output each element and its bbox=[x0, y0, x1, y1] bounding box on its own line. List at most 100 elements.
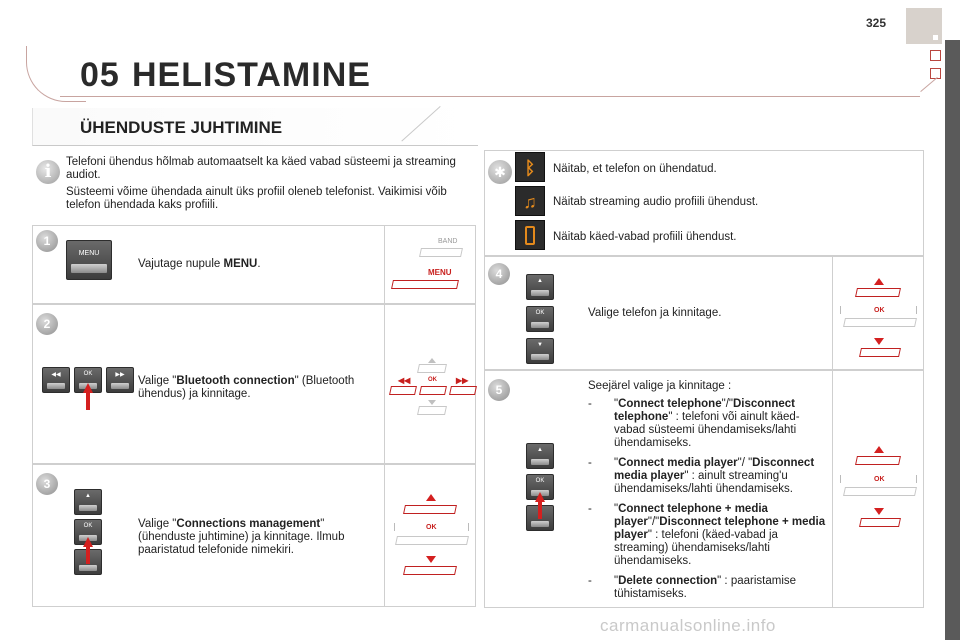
diagram-menu-label: MENU bbox=[428, 268, 452, 277]
press-arrow-stem bbox=[86, 392, 90, 410]
press-arrow-stem bbox=[538, 501, 542, 519]
step-5-panel bbox=[484, 370, 924, 608]
info-icon: i bbox=[36, 160, 60, 184]
up-arrow-icon bbox=[874, 278, 884, 285]
step-3-text: Valige "Connections management" (ühendus… bbox=[138, 518, 345, 556]
down-button[interactable]: ▼ bbox=[526, 338, 554, 364]
step-5-badge: 5 bbox=[488, 379, 510, 401]
step-3-badge: 3 bbox=[36, 473, 58, 495]
up-key-outline bbox=[855, 288, 901, 297]
band-key-outline bbox=[419, 248, 463, 257]
info-text: Telefoni ühendus hõlmab automaatselt ka … bbox=[66, 156, 462, 216]
rewind-key-outline bbox=[389, 386, 417, 395]
rewind-icon: ◀◀ bbox=[51, 372, 61, 378]
watermark: carmanualsonline.info bbox=[600, 616, 776, 635]
step-1-text: Vajutage nupule MENU. bbox=[138, 258, 261, 270]
press-arrow-icon bbox=[535, 492, 545, 502]
down-arrow-icon bbox=[428, 400, 436, 405]
up-icon: ▲ bbox=[537, 447, 543, 453]
status-panel bbox=[484, 150, 924, 256]
up-button[interactable]: ▲ bbox=[74, 489, 102, 515]
down-arrow-icon bbox=[874, 338, 884, 345]
header-decoration bbox=[26, 46, 86, 102]
panel-divider bbox=[832, 256, 833, 370]
panel-divider bbox=[384, 304, 385, 464]
status-bluetooth-text: Näitab, et telefon on ühendatud. bbox=[553, 163, 717, 175]
ok-key-outline bbox=[395, 536, 469, 545]
forward-icon: ▶▶ bbox=[456, 376, 469, 385]
diagram-ok-label: OK bbox=[874, 476, 885, 483]
status-handsfree-text: Näitab käed-vabad profiili ühendust. bbox=[553, 231, 737, 243]
step-4-text: Valige telefon ja kinnitage. bbox=[588, 307, 722, 319]
wrench-icon: ✱ bbox=[488, 160, 512, 184]
up-key-outline bbox=[403, 505, 457, 514]
up-button[interactable]: ▲ bbox=[526, 274, 554, 300]
info-paragraph: Telefoni ühendus hõlmab automaatselt ka … bbox=[66, 156, 456, 181]
step-5-intro: Seejärel valige ja kinnitage : bbox=[588, 380, 732, 392]
step-4-panel bbox=[484, 256, 924, 370]
bluetooth-icon: ᛒ bbox=[515, 152, 545, 182]
down-key-outline bbox=[403, 566, 457, 575]
forward-icon: ▶▶ bbox=[115, 372, 125, 378]
up-button[interactable]: ▲ bbox=[526, 443, 554, 469]
step-2-bold: Bluetooth connection bbox=[176, 375, 295, 387]
press-arrow-stem bbox=[86, 546, 90, 564]
rewind-icon: ◀◀ bbox=[398, 376, 411, 385]
ok-key-outline bbox=[843, 318, 917, 327]
page-number: 325 bbox=[866, 16, 887, 30]
corner-square bbox=[933, 35, 938, 40]
up-arrow-icon bbox=[428, 358, 436, 363]
option-item: -"Delete connection" : paaristamise tühi… bbox=[588, 575, 797, 600]
step-1-bold: MENU bbox=[223, 258, 258, 270]
option-item: -"Connect media player"/ "Disconnect med… bbox=[588, 457, 815, 495]
header-accent bbox=[920, 77, 938, 92]
press-arrow-icon bbox=[83, 537, 93, 547]
diagram-ok-label: OK bbox=[426, 524, 437, 531]
status-streaming-text: Näitab streaming audio profiili ühendust… bbox=[553, 196, 759, 208]
side-marker-box bbox=[930, 50, 941, 61]
music-note-icon: ♫ bbox=[515, 186, 545, 216]
diagram-ok-label: OK bbox=[428, 377, 437, 383]
info-paragraph: Süsteemi võime ühendada ainult üks profi… bbox=[66, 186, 447, 211]
down-key-outline bbox=[859, 518, 901, 527]
step-1-badge: 1 bbox=[36, 230, 58, 252]
rewind-button[interactable]: ◀◀ bbox=[42, 367, 70, 393]
down-arrow-icon bbox=[874, 508, 884, 515]
diagram-ok-label: OK bbox=[874, 307, 885, 314]
step-3-panel bbox=[32, 464, 476, 607]
header-rule bbox=[60, 96, 920, 97]
chapter-title: HELISTAMINE bbox=[132, 56, 371, 94]
phone-icon bbox=[515, 220, 545, 250]
ok-key-outline bbox=[843, 487, 917, 496]
ok-key-outline bbox=[419, 386, 447, 395]
press-arrow-icon bbox=[83, 383, 93, 393]
up-key-outline bbox=[855, 456, 901, 465]
up-icon: ▲ bbox=[85, 493, 91, 499]
panel-divider bbox=[384, 464, 385, 607]
down-arrow-icon bbox=[426, 556, 436, 563]
step-2-text: Valige "Bluetooth connection" (Bluetooth… bbox=[138, 375, 355, 400]
panel-divider bbox=[384, 225, 385, 304]
option-item: -"Connect telephone + media player"/"Dis… bbox=[588, 503, 826, 567]
menu-button[interactable]: MENU bbox=[66, 240, 112, 280]
menu-button-label: MENU bbox=[78, 250, 100, 257]
band-label: BAND bbox=[438, 238, 458, 245]
step-3-bold: Connections management bbox=[176, 518, 321, 530]
step-4-badge: 4 bbox=[488, 263, 510, 285]
menu-key-outline bbox=[391, 280, 459, 289]
step-2-badge: 2 bbox=[36, 313, 58, 335]
option-list: Seejärel valige ja kinnitage : -"Connect… bbox=[588, 380, 828, 608]
up-icon: ▲ bbox=[537, 278, 543, 284]
up-key-outline bbox=[417, 364, 447, 373]
up-arrow-icon bbox=[426, 494, 436, 501]
right-edge-strip bbox=[945, 40, 960, 640]
down-key-outline bbox=[859, 348, 901, 357]
up-arrow-icon bbox=[874, 446, 884, 453]
section-title: ÜHENDUSTE JUHTIMINE bbox=[80, 118, 283, 137]
down-key-outline bbox=[417, 406, 447, 415]
forward-key-outline bbox=[449, 386, 477, 395]
menu-button-face bbox=[71, 264, 107, 273]
ok-button[interactable]: OK bbox=[526, 306, 554, 332]
down-icon: ▼ bbox=[537, 342, 543, 348]
forward-button[interactable]: ▶▶ bbox=[106, 367, 134, 393]
